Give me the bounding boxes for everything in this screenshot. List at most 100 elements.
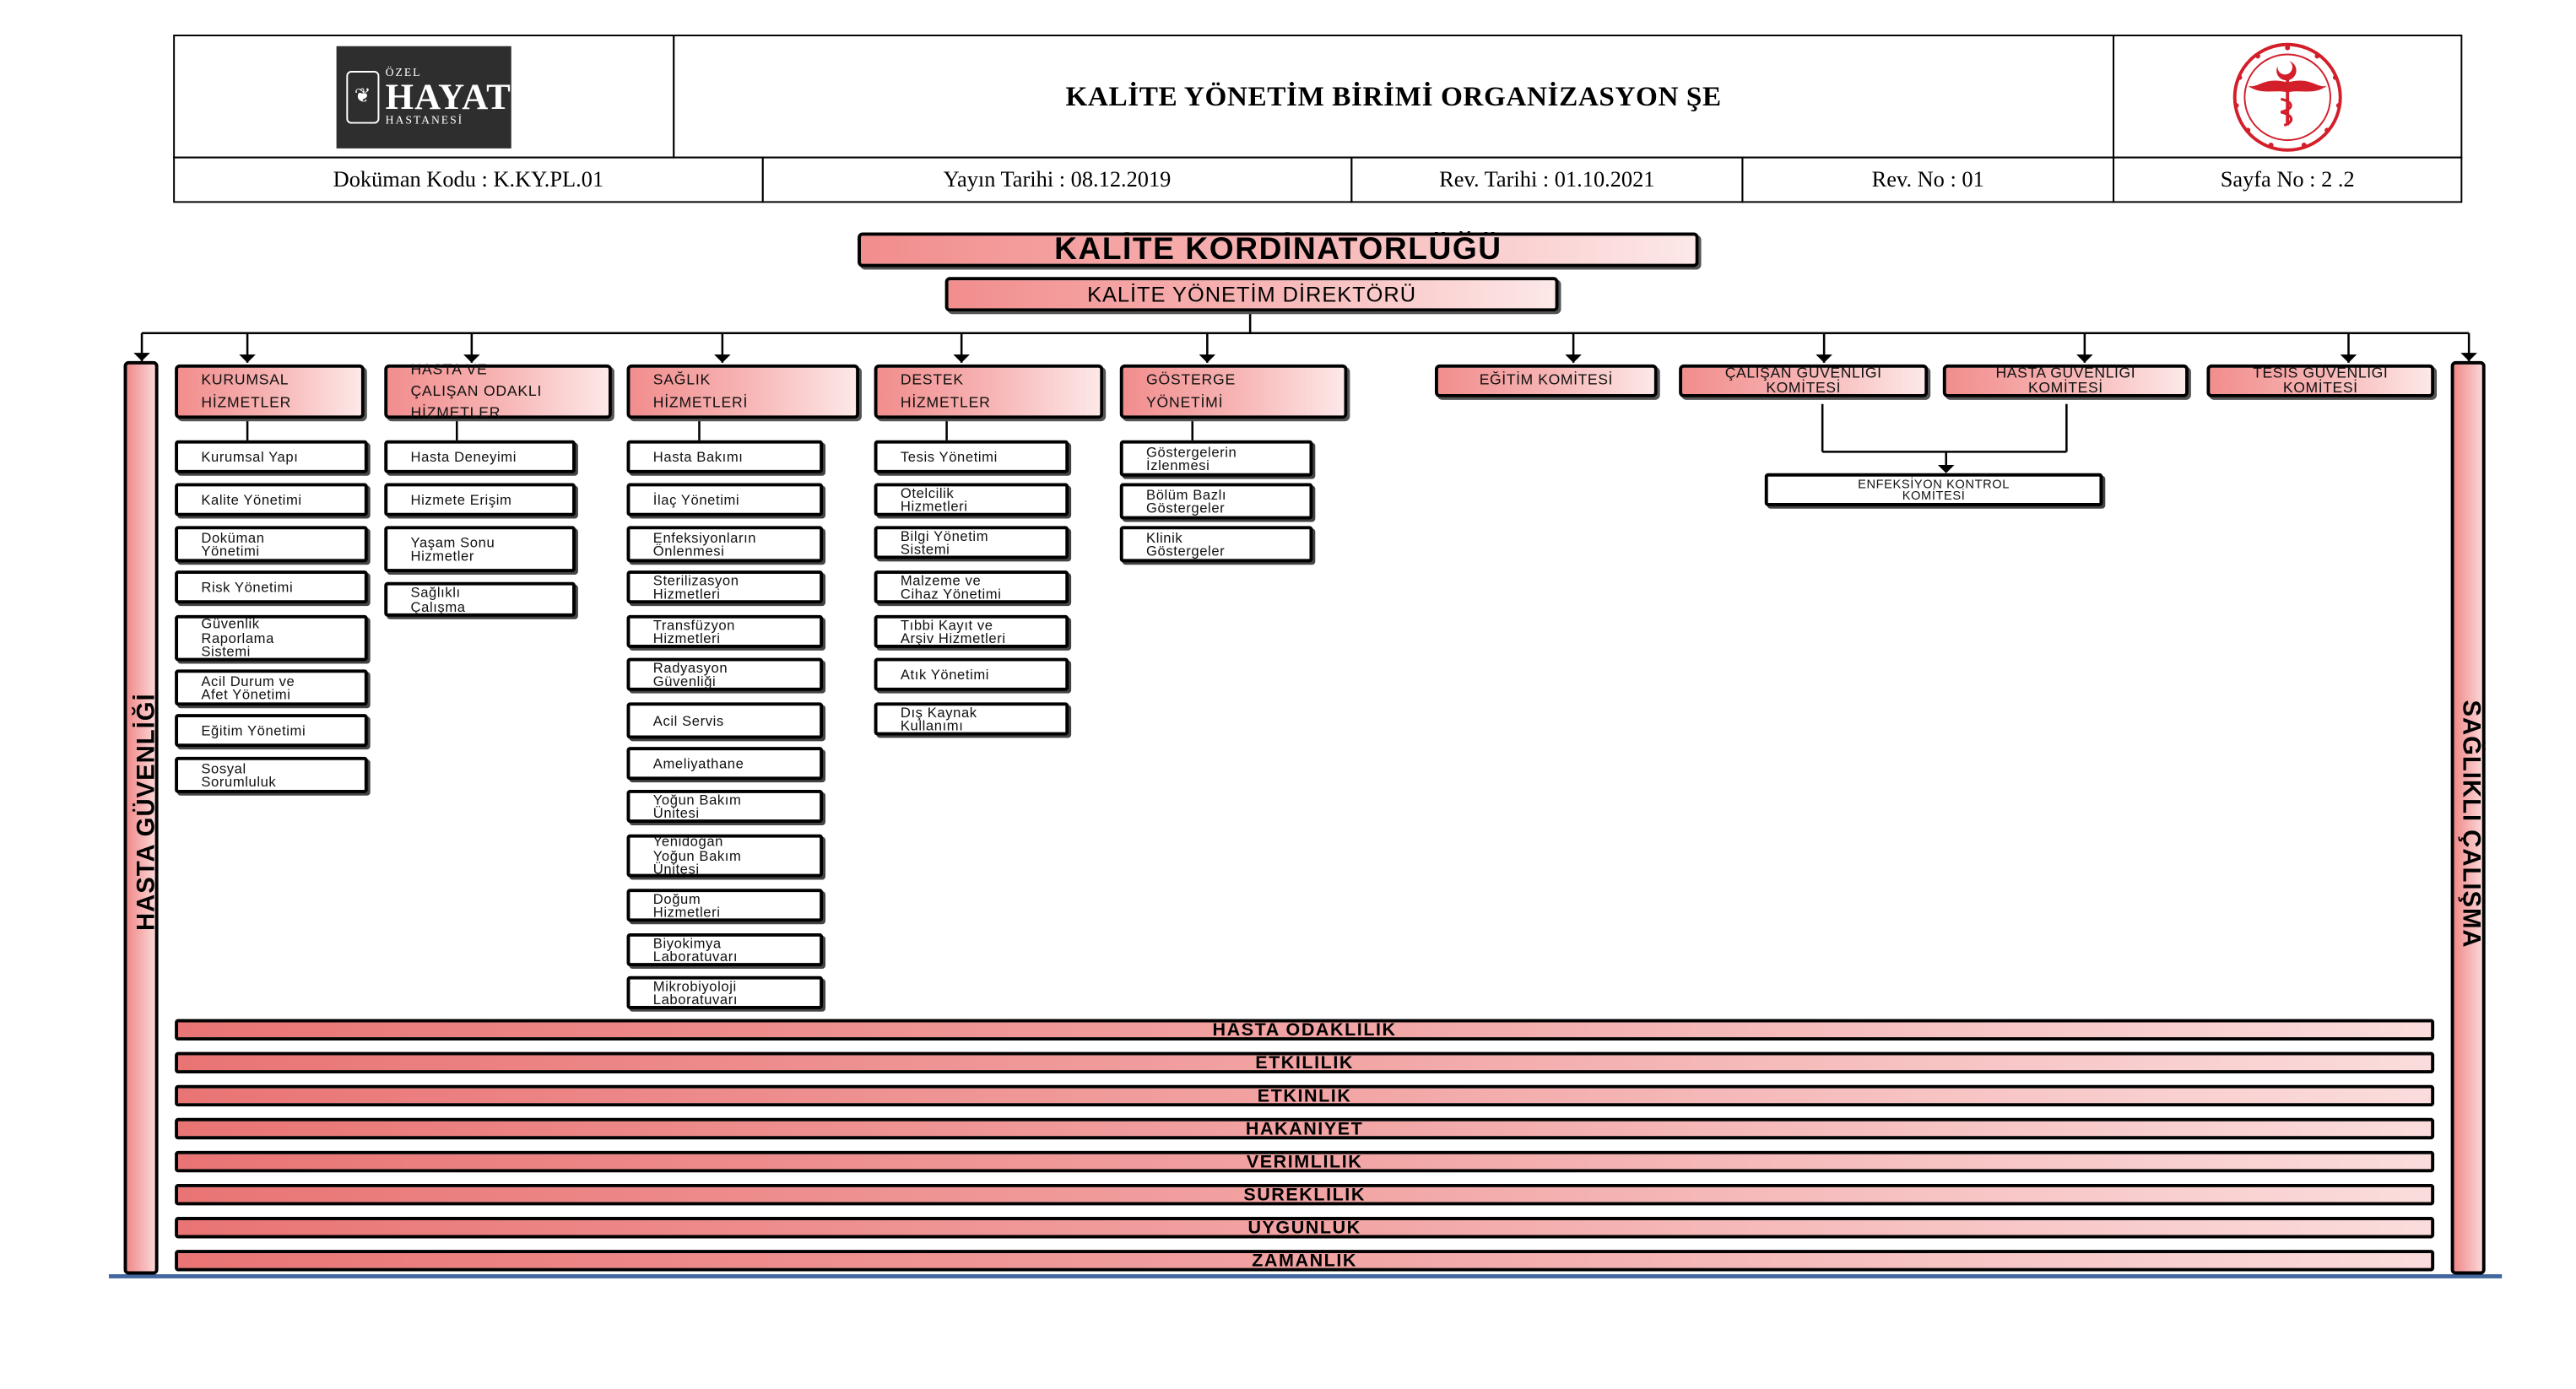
item-label-line: Kullanımı: [900, 716, 964, 734]
band-hasta-odaklilik: HASTA ODAKLILIK: [175, 1019, 2435, 1040]
committee-label-line: KOMİTESİ: [2028, 379, 2103, 396]
item-label-line: Kalite Yönetimi: [201, 490, 302, 508]
item-label-line: Laboratuvarı: [652, 991, 739, 1008]
item-label-line: Yaşam Sonu: [410, 533, 495, 550]
item-label-line: Güvenlik: [201, 615, 260, 632]
quality-director-box: KALİTE YÖNETİM DİREKTÖRÜ: [944, 277, 1559, 312]
item-label-line: Önlenmesi: [652, 542, 725, 559]
patient-safety-bar: [123, 360, 159, 1275]
item-label-line: Atık Yönetimi: [900, 665, 990, 683]
item-label-line: Bilgi Yönetim: [900, 527, 989, 543]
category-title-line: HİZMETLER: [900, 393, 991, 410]
item-label-line: Hizmete Erişim: [410, 490, 512, 508]
item-label-line: Sistemi: [900, 540, 950, 558]
item-label-line: Çalışma: [410, 597, 466, 614]
band-sureklilik: SÜREKLİLİK: [175, 1183, 2435, 1206]
item-label-line: Hizmetleri: [652, 630, 721, 646]
healthy-work-label: SAĞLIKLI ÇALIŞMA: [2456, 700, 2485, 949]
category-hasta-ve-calisan-odakli-hizmetler: HASTA VE ÇALIŞAN ODAKLI HİZMETLER: [384, 361, 612, 420]
item-label-line: Ünitesi: [652, 861, 700, 878]
item-label-line: Laboratuvarı: [652, 948, 739, 965]
item-label-line: Yoğun Bakım: [652, 846, 742, 864]
item-ilac-yonetimi: İlaç Yönetimi: [626, 483, 824, 516]
item-label-line: Sistemi: [201, 643, 251, 661]
infection-control-committee: ENFEKSİYON KONTROL KOMİTESİ: [1764, 473, 2103, 506]
item-label-line: Hizmetleri: [652, 903, 721, 921]
item-label-line: Bölüm Bazlı: [1146, 485, 1227, 502]
category-title-line: HİZMETLER: [410, 403, 501, 421]
item-kalite-yonetimi: Kalite Yönetimi: [175, 483, 368, 516]
band-uygunluk: UYGUNLUK: [175, 1217, 2435, 1239]
category-title-line: HASTA VE: [410, 360, 488, 378]
quality-coordination-box: KALİTE KORDİNATORLÜĞÜ: [858, 232, 1699, 268]
category-title-line: ÇALIŞAN ODAKLI: [410, 382, 543, 399]
item-label-line: Hizmetleri: [900, 498, 968, 515]
category-gosterge-yonetimi: GÖSTERGE YÖNETİMİ: [1119, 364, 1348, 419]
item-label-line: Sterilizasyon: [652, 571, 739, 588]
item-label-line: Arşiv Hizmetleri: [900, 630, 1006, 646]
item-label-line: Ünitesi: [652, 804, 700, 822]
item-ameliyathane: Ameliyathane: [626, 747, 824, 781]
item-label-line: Transfüzyon: [652, 615, 736, 633]
item-kurumsal-yapi: Kurumsal Yapı: [175, 440, 368, 473]
item-label-line: Yönetimi: [201, 542, 260, 559]
category-title-line: GÖSTERGE: [1146, 371, 1236, 389]
item-label-line: Göstergeler: [1146, 542, 1226, 559]
item-label-line: Cihaz Yönetimi: [900, 585, 1002, 603]
item-label-line: Doküman: [201, 528, 265, 545]
publish-date: Yayın Tarihi : 08.12.2019: [761, 156, 1353, 203]
item-label-line: Mikrobiyoloji: [652, 976, 737, 994]
category-title-line: DESTEK: [900, 371, 964, 389]
page-no: Sayfa No : 2 .2: [2113, 156, 2463, 203]
item-label-line: Dış Kaynak: [900, 703, 977, 720]
item-label-line: Radyasyon: [652, 658, 728, 676]
item-label-line: İlaç Yönetimi: [652, 490, 740, 508]
item-label-line: Sosyal: [201, 759, 246, 776]
item-label-line: Doğum: [652, 889, 701, 906]
item-label-line: Otelcilik: [900, 484, 955, 501]
band-etkililik: ETKİLİLİK: [175, 1051, 2435, 1074]
logo-sub-text: HASTANESİ: [385, 112, 464, 127]
item-label-line: Biyokimya: [652, 933, 722, 951]
item-tesis-yonetimi: Tesis Yönetimi: [874, 440, 1069, 473]
item-label-line: Acil Durum ve: [201, 672, 295, 689]
item-label-line: Göstergeler: [1146, 500, 1226, 516]
band-hakaniyet: HAKANİYET: [175, 1117, 2435, 1140]
rev-no: Rev. No : 01: [1741, 156, 2115, 203]
committee-label-line: KOMİTESİ: [1766, 379, 1842, 396]
item-label-line: Yenidoğan: [652, 833, 723, 850]
item-hizmete-erisim: Hizmete Erişim: [384, 483, 576, 516]
category-title-line: HİZMETLER: [201, 393, 292, 410]
item-label-line: Malzeme ve: [900, 571, 982, 588]
category-title-line: YÖNETİMİ: [1146, 393, 1224, 410]
item-label-line: Tıbbi Kayıt ve: [900, 615, 993, 633]
item-label-line: Hizmetleri: [652, 585, 721, 603]
item-label-line: Hasta Bakımı: [652, 447, 744, 465]
patient-safety-label: HASTA GÜVENLİĞİ: [133, 693, 161, 932]
ministry-seal-icon: [2232, 41, 2342, 151]
item-risk-yonetimi: Risk Yönetimi: [175, 570, 368, 604]
logo-cell: ❦ ÖZEL HAYAT HASTANESİ: [173, 35, 675, 159]
committee-label-line: EĞİTİM KOMİTESİ: [1479, 371, 1614, 388]
item-label-line: Yoğun Bakım: [652, 790, 742, 808]
item-label-line: Güvenliği: [652, 673, 717, 689]
committee-egitim-komitesi: EĞİTİM KOMİTESİ: [1434, 364, 1658, 397]
item-label-line: Raporlama: [201, 629, 274, 646]
